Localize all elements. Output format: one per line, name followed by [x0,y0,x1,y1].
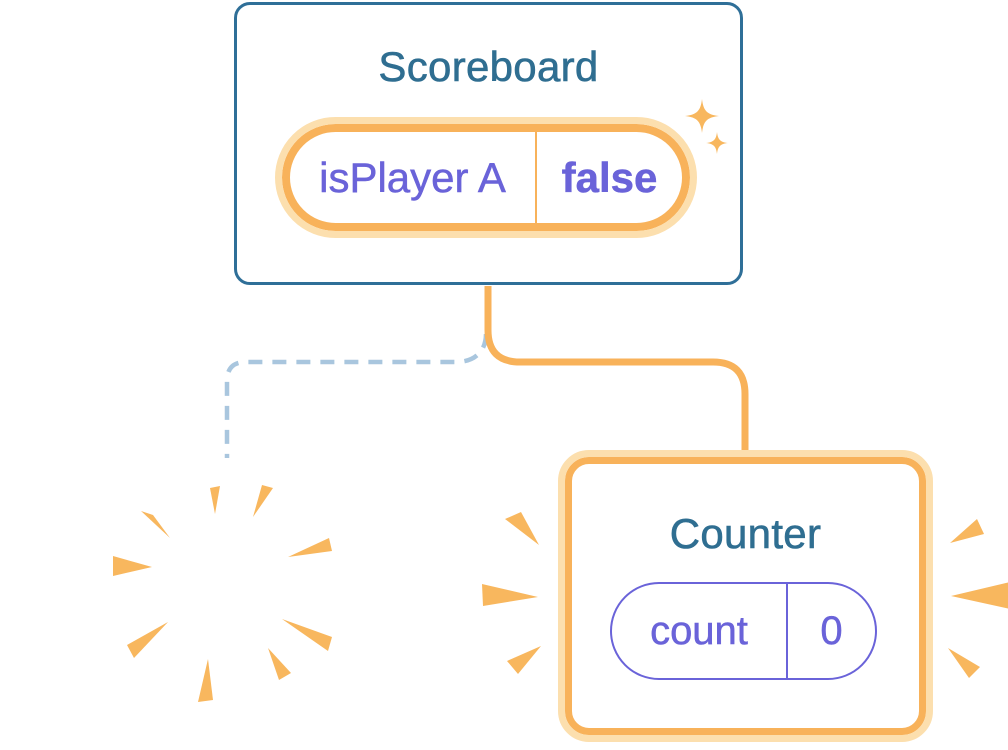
scoreboard-state-pill: isPlayer A false [275,117,697,238]
state-key-label: count [650,608,748,653]
scoreboard-component-box: Scoreboard isPlayer A false [234,2,743,285]
removed-connector-dashed-line [224,333,489,458]
counter-title: Counter [669,510,822,558]
active-connector-line [484,286,749,459]
burst-rays-right-icon [948,519,1008,678]
state-key-label: isPlayer A [319,153,506,201]
destroyed-component-card [85,459,364,741]
counter-state-pill: count 0 [610,582,877,680]
pill-divider [535,132,537,223]
scoreboard-title: Scoreboard [378,43,599,91]
counter-component-box: Counter count 0 [558,450,933,742]
burst-rays-left-icon [482,512,541,674]
pill-divider [786,584,788,678]
state-value-label: 0 [820,608,843,653]
state-value-label: false [561,153,658,201]
